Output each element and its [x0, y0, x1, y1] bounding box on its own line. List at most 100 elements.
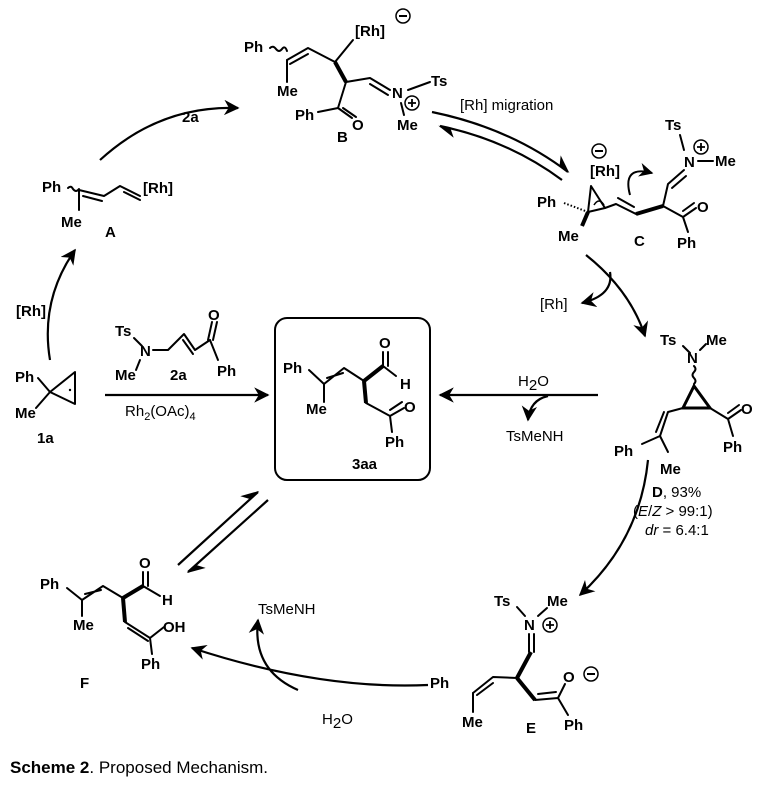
- D-ketone: [709, 404, 742, 437]
- D-alkene: [655, 407, 684, 437]
- E-label: E: [526, 720, 536, 737]
- B-wedge: [333, 61, 348, 83]
- 2a-O: O: [208, 307, 220, 324]
- reagent-2a-label: 2a: [182, 109, 199, 126]
- 2a-me-bond: [135, 359, 141, 371]
- B-ph: Ph: [244, 39, 263, 56]
- plus-lines: [546, 621, 554, 629]
- C-wedge: [635, 204, 664, 216]
- D-ph2: Ph: [723, 439, 742, 456]
- E-ph2: Ph: [564, 717, 583, 734]
- D-ez-ratio: (E/Z > 99:1): [633, 503, 713, 520]
- A-label: A: [105, 224, 116, 241]
- C-ts-bond: [679, 134, 685, 151]
- F-enol: [124, 621, 165, 655]
- water-label-D: H2O: [518, 373, 549, 394]
- D-wavy-bond: [691, 365, 697, 385]
- B-ts-bond: [407, 81, 431, 91]
- water-label-E: H2O: [322, 711, 353, 732]
- compound-F: Ph Me O H OH Ph F: [40, 555, 186, 692]
- D-O: O: [741, 401, 753, 418]
- F-wedge-cho: [121, 584, 145, 600]
- arrow-3aa-to-F: [186, 499, 269, 574]
- C-wedge-me: [580, 211, 590, 227]
- byproduct-label-E: TsMeNH: [258, 601, 316, 618]
- minus-charge-icon: [583, 666, 599, 682]
- 3aa-me: Me: [306, 401, 327, 418]
- compound-C: Ph [Rh] Me N Ts Me O Ph C: [537, 117, 736, 252]
- D-ts-bond: [682, 345, 691, 354]
- scheme-caption: Scheme 2. Proposed Mechanism.: [10, 758, 268, 778]
- 3aa-O1: O: [379, 335, 391, 352]
- E-me: Me: [547, 593, 568, 610]
- A-diene: [78, 185, 141, 202]
- C-alkene: [604, 197, 637, 215]
- E-enolate: [534, 683, 569, 716]
- C-curly-arrow: [627, 162, 654, 196]
- 3aa-O2: O: [404, 399, 416, 416]
- 3aa-wedge-ch2: [362, 380, 368, 404]
- E-me2: Me: [462, 714, 483, 731]
- 2a-enone: [152, 333, 211, 355]
- D-me: Me: [706, 332, 727, 349]
- arrow-B-to-C: [431, 110, 570, 174]
- C-hash-bond: [563, 202, 589, 213]
- arrow-C-to-B: [438, 124, 563, 181]
- compound-3aa: Ph Me O H O Ph 3aa: [283, 335, 416, 473]
- rh-release-label: [Rh]: [540, 296, 568, 313]
- 1a-cyclopropene: [35, 371, 76, 409]
- C-iminium: [662, 169, 687, 207]
- 3aa-ketone: [365, 401, 405, 433]
- caption-text: . Proposed Mechanism.: [89, 758, 268, 777]
- migration-label: [Rh] migration: [460, 97, 553, 114]
- D-N: N: [687, 350, 698, 367]
- E-me-bond: [537, 607, 548, 617]
- 3aa-label: 3aa: [352, 456, 378, 473]
- 2a-me: Me: [115, 367, 136, 384]
- B-ph2: Ph: [295, 107, 314, 124]
- F-me: Me: [73, 617, 94, 634]
- B-ph2-bond: [317, 107, 339, 113]
- 3aa-H: H: [400, 376, 411, 393]
- arrow-byproduct-E: [248, 618, 299, 692]
- caption-label: Scheme 2: [10, 758, 90, 777]
- E-iminium-bond: [528, 633, 535, 653]
- F-label: F: [80, 675, 89, 692]
- 2a-label: 2a: [170, 367, 187, 384]
- C-ph2: Ph: [677, 235, 696, 252]
- E-wedge-up: [515, 651, 533, 679]
- B-N: N: [392, 85, 403, 102]
- C-arc: [593, 200, 605, 206]
- D-cyclopropane: [680, 383, 713, 410]
- A-rh: [Rh]: [143, 180, 173, 197]
- B-alkene: [286, 47, 336, 65]
- B-label: B: [337, 129, 348, 146]
- C-ph: Ph: [537, 194, 556, 211]
- C-N: N: [684, 154, 695, 171]
- D-yield-line: D, 93%: [652, 484, 701, 501]
- 2a-ts-bond: [133, 337, 143, 347]
- 1a-dot: [68, 388, 72, 392]
- F-H: H: [162, 592, 173, 609]
- arrow-C-to-D: [585, 254, 649, 338]
- compound-E: Ts N Me Ph Me O Ph E: [430, 593, 599, 737]
- F-O: O: [139, 555, 151, 572]
- 2a-ts: Ts: [115, 323, 131, 340]
- compound-D: Ts N Me Ph Me O Ph D, 93% (E/Z > 99:1) d…: [614, 332, 753, 539]
- 2a-N: N: [140, 343, 151, 360]
- C-O: O: [697, 199, 709, 216]
- arrow-A-to-B: [99, 99, 240, 161]
- 2a-ph-bond: [209, 339, 219, 361]
- compound-A: Ph [Rh] Me A: [42, 179, 173, 241]
- F-aldehyde: [142, 571, 161, 597]
- 1a-ph: Ph: [15, 369, 34, 386]
- F-alkene: [66, 585, 124, 601]
- D-me-bond: [699, 343, 707, 351]
- 3aa-wedge-cho: [362, 364, 385, 383]
- E-alkene: [472, 676, 518, 696]
- E-wedge-down: [515, 676, 537, 702]
- plus-charge-icon: [404, 95, 420, 111]
- D-ph-bond: [641, 435, 661, 445]
- 3aa-aldehyde: [382, 351, 397, 377]
